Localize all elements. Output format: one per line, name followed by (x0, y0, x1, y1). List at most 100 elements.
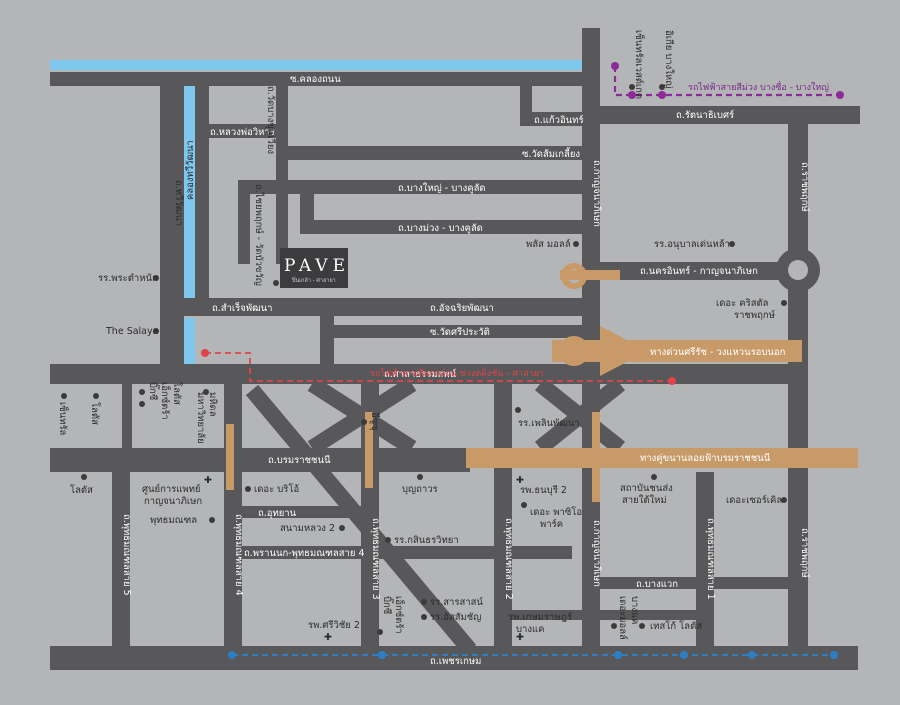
label-kaew-in: ถ.แก้วอินทร์ (534, 114, 584, 126)
place-dot (659, 84, 665, 90)
place-ikea: อิเกีย บางใหญ่ (663, 30, 675, 89)
expressway-vert-left (226, 424, 234, 490)
label-ratchaphruek-bottom: ถ.ราชพฤกษ์ (799, 528, 811, 578)
red-station-1 (201, 349, 209, 357)
road-soi-vertical (276, 78, 288, 264)
label-borommaratchachonnani-elevated: ทางคู่ขนานลอยฟ้าบรมราชชนนี (640, 452, 771, 464)
place-dot (421, 599, 427, 605)
place-medical-cross: ✚ (204, 475, 212, 486)
road-sai-5 (112, 472, 130, 646)
road-nakhon-in (600, 262, 788, 280)
expressway-nakhon-in-ramp (560, 270, 620, 280)
project-logo[interactable]: PAVE ปิ่นเกล้า - ศาลายา (273, 248, 350, 288)
road-chaiyaphruek-vert (238, 180, 250, 264)
roads (50, 28, 860, 670)
place-the-salaya: The Salaya (105, 326, 158, 337)
place-dot (417, 474, 423, 480)
label-wat-bang-khu-wiang: ถ.วัดบางขุนเวียง (265, 86, 277, 154)
place-ror-ror-anuban: รร.อนุบาลเด่นหล้า (654, 239, 730, 250)
purple-station-1 (611, 62, 619, 70)
expressway-vert-right (592, 412, 600, 502)
place-sanam-luang-2: สนามหลวง 2 (280, 523, 335, 534)
road-sala-thammasop-r (600, 364, 808, 384)
label-phutthamonthon-sai-4: ถ.พุทธมณฑลสาย 4 (233, 514, 244, 596)
place-ror-ror-pra-tam-nak: รร.พระตำหนัก (98, 273, 158, 284)
place-the-park-1: เดอะ พาซิโอ (530, 506, 582, 518)
logo-pin (273, 280, 279, 286)
place-sathaban: สถาบันชนส่ง (620, 483, 673, 494)
road-wat-si-prawat (320, 325, 582, 338)
canal-lower (184, 318, 195, 364)
place-dot (639, 623, 645, 629)
road-bang-muang (300, 220, 582, 234)
road-kaew-in-vert (520, 86, 532, 116)
place-big-c-4: บุญถาวร (402, 484, 438, 495)
canal-thawi-watthana (184, 78, 195, 298)
label-phutthamonthon-sai-3: ถ.พุทธมณฑลสาย 3 (370, 518, 381, 600)
place-ror-ror-pho-ploi: รร.เพลินพัฒนา (518, 418, 580, 429)
place-medical-center: ศูนย์การแพทย์ (142, 483, 201, 495)
label-bang-muang: ถ.บางม่วง - บางคูลัด (398, 223, 483, 234)
places: เซ็นทรัลเวสต์เกต อิเกีย บางใหญ่ พลัส มอล… (57, 30, 787, 643)
purple-station-3 (658, 91, 666, 99)
label-sala-thammasop: ถ.ศาลาธรรมสพน์ (384, 368, 457, 380)
purple-station-4 (836, 91, 844, 99)
place-the-circle: เดอะเซอร์เคิล (726, 494, 782, 506)
label-wat-si-prawat: ซ.วัดศรีประวัติ (430, 326, 490, 338)
place-dot (61, 393, 67, 399)
road-diagonal-5 (535, 377, 625, 455)
blue-station-2 (378, 651, 386, 659)
label-red-line: รถไฟฟ้าสายสีแดงอ่อน ช่วงตลิ่งชัน - ศาลาย… (370, 366, 544, 379)
place-tesco: อีซูซุ (369, 412, 381, 431)
logo-subtitle: ปิ่นเกล้า - ศาลายา (291, 276, 336, 284)
logo-title: PAVE (284, 256, 350, 276)
label-phran-nok: ถ.พรานนก-พุทธมณฑลสาย 4 (244, 548, 365, 559)
place-sriwichai: รพ.ศรีวิชัย 2 (308, 619, 360, 631)
road-sala-thammasop (50, 364, 582, 384)
label-ratchaphruek-top: ถ.ราชพฤกษ์ (799, 162, 811, 212)
blue-station-5 (748, 651, 756, 659)
road-bang-yai (238, 180, 582, 194)
place-sutthisan-cross: ✚ (516, 475, 524, 486)
place-dot (629, 84, 635, 90)
place-the-crystal-2: ราชพฤกษ์ (734, 309, 775, 321)
place-dot (139, 389, 145, 395)
blue-station-3 (614, 651, 622, 659)
red-line (205, 352, 672, 382)
road-wat-som-kliang (288, 146, 582, 160)
label-khlong-thanon: ซ.คลองถนน (290, 74, 341, 85)
place-central-westville: เซ็นทรัลเวสต์เกต (633, 30, 646, 99)
label-samrej: ถ.สำเร็จพัฒนา (212, 301, 273, 314)
place-dot (573, 241, 579, 247)
roundabout-inner (788, 260, 808, 280)
place-big-c-3: เอ็กซ์ตร้า (159, 382, 172, 420)
label-chaiyaphruek: ถ.ไชยพฤกษ์ - วัดบัวขวัญ (253, 184, 265, 286)
road-small-1 (512, 610, 582, 620)
label-wat-som-kliang: ซ.วัดส้มเกลี้ยง (522, 147, 580, 160)
place-the-crystal-1: เดอะ คริสตัล (716, 298, 769, 309)
road-borommaratchachonnani (50, 448, 470, 472)
place-the-mall-1: เดอะมอลล์ (617, 596, 629, 640)
road-wat-si-prawat-vert (320, 316, 334, 364)
place-dot (515, 407, 521, 413)
place-assumption: รร.อัสสัมชัญ (430, 612, 481, 623)
transit-labels: รถไฟฟ้าสายสีม่วง บางซื่อ - บางใหญ่ รถไฟฟ… (370, 80, 829, 379)
road-diagonal-1 (245, 384, 477, 656)
place-dot (781, 300, 787, 306)
purple-station-2 (628, 91, 636, 99)
road-labels: ซ.คลองถนน ถ.หลวงพ่อวิหาร ถ.แก้วอินทร์ ซ.… (210, 74, 786, 667)
label-thawi-watthana: ถ.ทวีวัฒนา (173, 180, 185, 226)
road-sai-2 (494, 384, 512, 646)
place-sarasas: รร.สารสาสน์ (430, 596, 483, 608)
expressway-ramp-loop-2 (559, 336, 589, 366)
place-lotus-3: โลตัส (70, 484, 93, 496)
label-nakhon-in: ถ.นครอินทร์ - กาญจนาภิเษก (640, 265, 758, 277)
blue-station-1 (228, 651, 236, 659)
vertical-road-labels: ถ.ราชพฤกษ์ ถ.ราชพฤกษ์ ถ.กาญจนาภิเษก ถ.กา… (121, 86, 811, 600)
place-kasem-rad-cross: ✚ (516, 632, 524, 643)
transit-lines (201, 62, 844, 659)
place-dot (361, 419, 367, 425)
place-the-park-2: พาร์ค (540, 518, 563, 530)
place-dot (521, 502, 527, 508)
